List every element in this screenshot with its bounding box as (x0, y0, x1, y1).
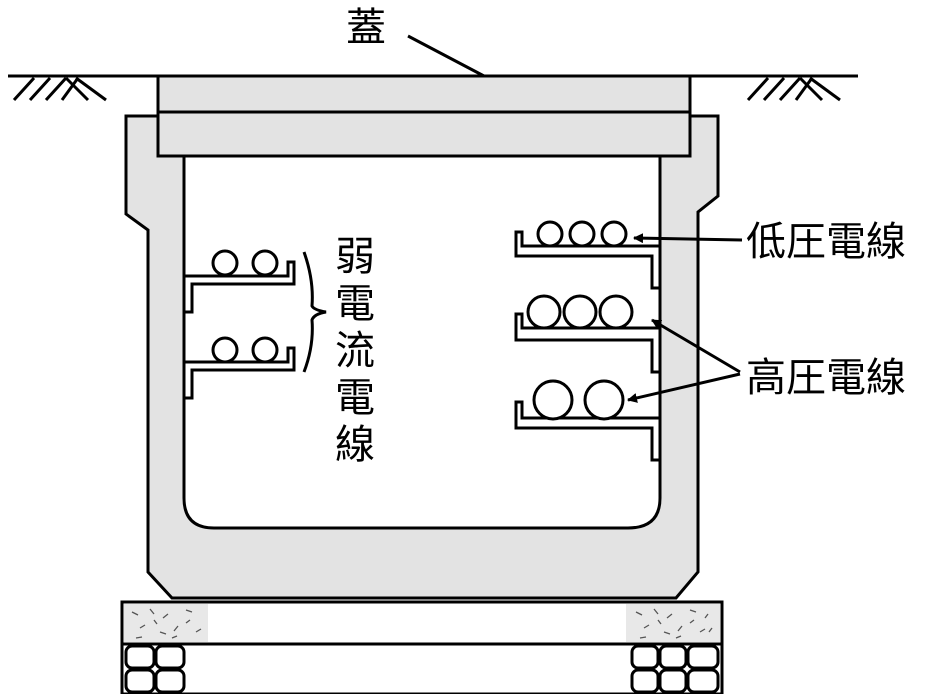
gravel-right (626, 604, 720, 642)
weak-cable (251, 336, 279, 364)
ground-hatch-left (12, 76, 107, 102)
weak-cable (211, 336, 239, 364)
high-voltage-arrow-2 (627, 372, 741, 403)
stones-right (630, 644, 720, 694)
weak-cable (251, 249, 279, 277)
lid (156, 74, 692, 158)
stone-layer (120, 642, 724, 694)
low-voltage-arrow (633, 233, 743, 244)
right-rack-1 (514, 230, 660, 290)
ground-hatch-right (746, 76, 841, 102)
high-cable (583, 379, 625, 421)
high-voltage-cables (526, 294, 634, 421)
low-cable (536, 220, 564, 248)
right-rack-2 (514, 312, 660, 374)
weak-current-label: 弱電流電線 (335, 234, 375, 468)
low-cable (568, 220, 596, 248)
high-voltage-label: 高圧電線 (746, 355, 906, 401)
gravel-texture (131, 608, 713, 639)
foundation (120, 600, 724, 694)
right-racks (514, 230, 660, 462)
leaders (302, 34, 743, 403)
weak-current-brace (302, 251, 327, 373)
lid-leader (407, 34, 485, 78)
high-cable (598, 294, 634, 330)
weak-current-cables (211, 249, 279, 364)
high-cable (562, 294, 598, 330)
left-rack-2 (184, 346, 296, 400)
right-rack-3 (514, 400, 660, 462)
low-cable (600, 220, 628, 248)
left-racks (184, 260, 296, 400)
base-concrete (120, 600, 724, 646)
low-voltage-label: 低圧電線 (746, 219, 906, 265)
weak-cable (211, 249, 239, 277)
high-voltage-arrow-1 (651, 318, 741, 374)
stones-left (124, 644, 186, 694)
high-cable (532, 379, 574, 421)
lid-label: 蓋 (346, 5, 386, 51)
low-voltage-cables (536, 220, 628, 248)
left-rack-1 (184, 260, 296, 314)
trough-body (124, 114, 720, 600)
high-cable (526, 294, 562, 330)
gravel-left (124, 604, 208, 642)
